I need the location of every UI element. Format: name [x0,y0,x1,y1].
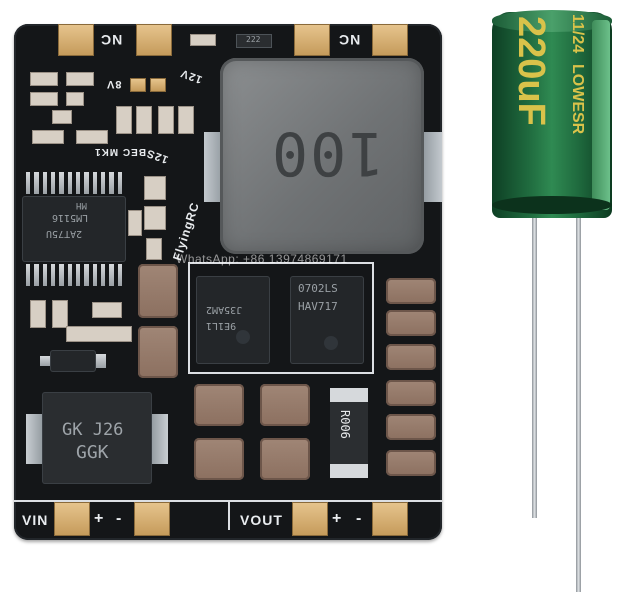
nc-right-pad-1 [294,24,330,56]
ceramic-cap-2 [138,326,178,378]
vout-label: VOUT [240,512,283,528]
controller-marking-2: 2AT75U [46,228,83,239]
shunt-end-bottom [330,464,368,478]
bec-label: BEC MK1 [94,146,147,157]
nc-right-pad-2 [372,24,408,56]
resistor-5 [32,130,64,144]
mosfet-right [290,276,364,364]
vin-plus-pad [54,502,90,536]
mosfet-left-marking-2: 9E1L1 [206,320,237,331]
nc-left-label: NC [100,32,123,48]
ceramic-cap-1 [138,264,178,318]
resistor-3 [30,92,58,106]
label-8v: 8V [106,78,122,90]
watermark-text: WhatsApp: +86 13974869171 [176,252,348,266]
ceramic-cap-r3 [386,344,436,370]
schottky-diode [42,392,152,484]
ceramic-cap-r4 [386,380,436,406]
diode-terminal-left [26,414,44,464]
ceramic-cap-r2 [386,310,436,336]
inductor-terminal-right [420,132,442,202]
mosfet-right-dot [324,336,338,350]
resistor-1 [30,72,58,86]
silk-line-v1 [188,262,190,374]
ceramic-cap-r6 [386,450,436,476]
small-transistor [50,350,96,372]
cap-small-1 [144,176,166,200]
ceramic-cap-r1 [386,278,436,304]
silk-line-v2 [372,262,374,374]
resistor-v1 [116,106,132,134]
capacitor-lead-short [532,212,537,518]
jumper-8v-pad-2 [150,78,166,92]
resistor-h1 [92,302,122,318]
resistor-v2 [136,106,152,134]
nc-right-label: NC [338,32,361,48]
vin-plus-label: + [94,510,105,527]
resistor-h2 [66,326,132,342]
diode-terminal-right [150,414,168,464]
mosfet-left-marking-1: J35AM2 [206,304,243,315]
vin-minus-label: - [116,510,123,527]
ceramic-cap-b1 [194,384,244,426]
capacitor-rating: 220uF [510,16,552,126]
mosfet-left [196,276,270,364]
controller-ic [22,196,126,262]
resistor-4 [66,92,84,106]
silk-line-h1 [188,372,374,374]
mosfet-right-marking-2: HAV717 [298,300,338,313]
resistor-v4 [178,106,194,134]
vout-minus-label: - [356,510,363,527]
resistor-v5 [128,210,142,236]
nc-left-pad-1 [58,24,94,56]
resistor-2 [66,72,94,86]
silk-line-bottom-divider [228,500,230,530]
resistor-v3 [158,106,174,134]
controller-marking-3: MH [76,200,87,210]
ceramic-cap-b3 [194,438,244,480]
mosfet-right-marking-1: 0702LS [298,282,338,295]
shunt-resistor [330,388,368,478]
capacitor-lead-long [576,212,581,592]
capacitor-brand: LOWESR [569,64,586,135]
small-transistor-pin [40,356,50,366]
resistor-6 [76,130,108,144]
resistor-7 [52,110,72,124]
vin-minus-pad [134,502,170,536]
resistor-v6 [146,238,162,260]
shunt-end-top [330,388,368,402]
inductor-code: 100 [270,118,385,188]
vout-minus-pad [372,502,408,536]
nc-left-pad-2 [136,24,172,56]
power-inductor [220,58,424,254]
capacitor-code: 11/24 [569,14,586,54]
diode-marking-1: GK J26 [62,420,124,440]
small-resistor [236,34,272,48]
silk-line-h2 [188,262,374,264]
vin-label: VIN [22,512,49,528]
ceramic-cap-b2 [260,384,310,426]
resistor-v7 [30,300,46,328]
controller-pins-bottom [26,264,122,286]
controller-pins-top [26,172,122,194]
shunt-code: R006 [338,410,352,439]
vout-plus-label: + [332,510,343,527]
ceramic-cap-r5 [386,414,436,440]
led [190,34,216,46]
controller-marking-1: LM5116 [52,212,89,223]
vout-plus-pad [292,502,328,536]
jumper-8v-pad-1 [130,78,146,92]
capacitor-bottom [492,196,612,214]
capacitor-top [492,10,612,32]
small-transistor-tab [96,354,106,368]
cap-small-2 [144,206,166,230]
resistor-v8 [52,300,68,328]
ceramic-cap-b4 [260,438,310,480]
small-resistor-code: 222 [246,35,261,44]
capacitor-polarity-stripe [592,20,610,210]
diode-marking-2: GGK [76,442,109,463]
mosfet-left-dot [236,330,250,344]
